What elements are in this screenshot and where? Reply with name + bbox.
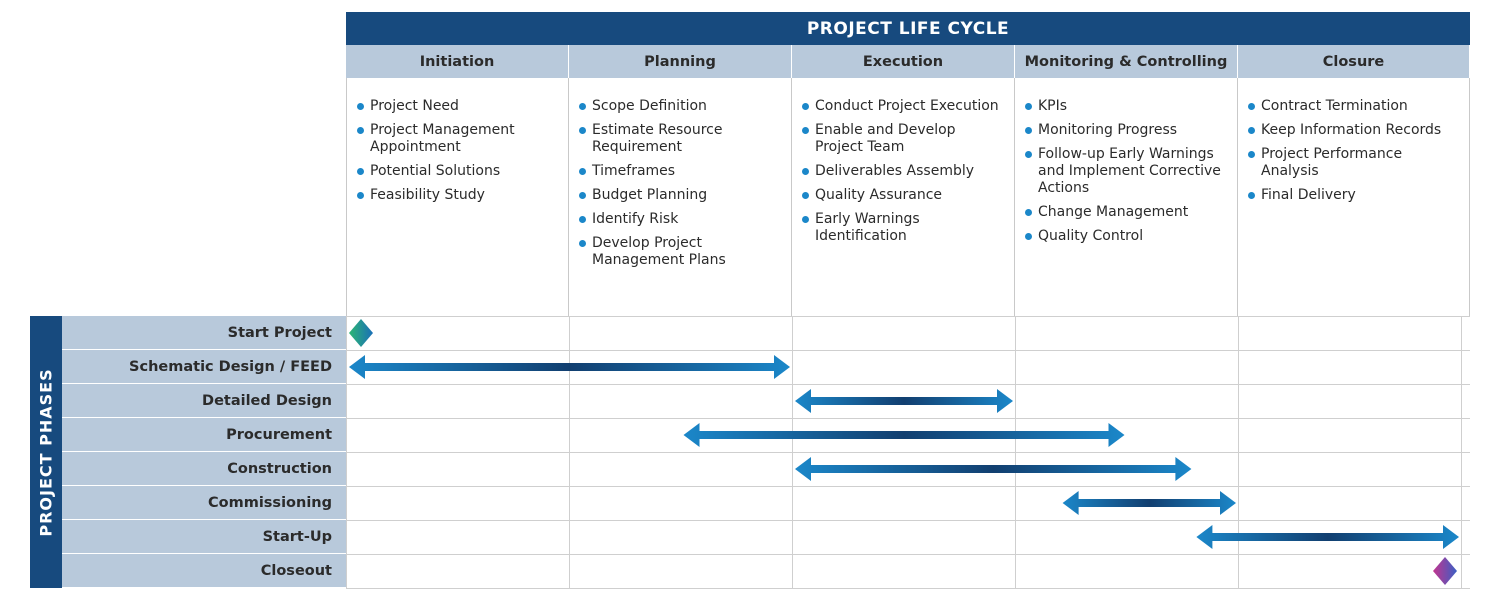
stage-activity-item: Identify Risk — [579, 211, 783, 228]
phase-label-start-up: Start-Up — [62, 520, 346, 554]
stage-activity-item: Monitoring Progress — [1025, 122, 1229, 139]
stage-activity-item: Quality Control — [1025, 228, 1229, 245]
stage-activity-item: Timeframes — [579, 163, 783, 180]
stage-header-planning: Planning — [569, 45, 792, 78]
stage-activity-item: Final Delivery — [1248, 187, 1461, 204]
lifecycle-title: PROJECT LIFE CYCLE — [346, 12, 1470, 45]
phase-label-construction: Construction — [62, 452, 346, 486]
stage-activity-item: Enable and Develop Project Team — [802, 122, 1006, 156]
phase-arrow-detailed-design — [795, 389, 1013, 413]
stage-activity-item: Develop Project Management Plans — [579, 235, 783, 269]
stage-activity-item: Project Need — [357, 98, 560, 115]
phase-label-detailed-design: Detailed Design — [62, 384, 346, 418]
phase-label-schematic-design-feed: Schematic Design / FEED — [62, 350, 346, 384]
phase-label-closeout: Closeout — [62, 554, 346, 588]
phase-arrow-start-up — [1196, 525, 1459, 549]
phase-arrow-commissioning — [1062, 491, 1236, 515]
stage-activity-item: Early Warnings Identification — [802, 211, 1006, 245]
stage-activity-item: Change Management — [1025, 204, 1229, 221]
stage-activity-item: Potential Solutions — [357, 163, 560, 180]
stage-activity-item: Budget Planning — [579, 187, 783, 204]
stage-activity-item: Conduct Project Execution — [802, 98, 1006, 115]
milestone-start-project — [349, 319, 373, 347]
stage-header-monitoring-controlling: Monitoring & Controlling — [1015, 45, 1238, 78]
phase-arrow-procurement — [683, 423, 1125, 447]
stage-header-execution: Execution — [792, 45, 1015, 78]
stage-activity-item: Contract Termination — [1248, 98, 1461, 115]
phases-side-bar: PROJECT PHASES — [30, 316, 62, 588]
phase-arrow-construction — [795, 457, 1192, 481]
stage-activity-item: Project Performance Analysis — [1248, 146, 1461, 180]
stage-activity-item: Deliverables Assembly — [802, 163, 1006, 180]
stage-activity-item: Estimate Resource Requirement — [579, 122, 783, 156]
phase-label-commissioning: Commissioning — [62, 486, 346, 520]
phase-label-procurement: Procurement — [62, 418, 346, 452]
phase-label-start-project: Start Project — [62, 316, 346, 350]
stage-activity-item: Follow-up Early Warnings and Implement C… — [1025, 146, 1229, 197]
phase-arrow-schematic-design-feed — [349, 355, 790, 379]
stage-activity-item: Scope Definition — [579, 98, 783, 115]
stage-header-closure: Closure — [1238, 45, 1470, 78]
stage-activity-item: KPIs — [1025, 98, 1229, 115]
stage-activity-item: Feasibility Study — [357, 187, 560, 204]
stage-activity-item: Quality Assurance — [802, 187, 1006, 204]
stage-header-initiation: Initiation — [346, 45, 569, 78]
milestone-closeout — [1433, 557, 1457, 585]
stage-activity-item: Project Management Appointment — [357, 122, 560, 156]
stage-activity-item: Keep Information Records — [1248, 122, 1461, 139]
